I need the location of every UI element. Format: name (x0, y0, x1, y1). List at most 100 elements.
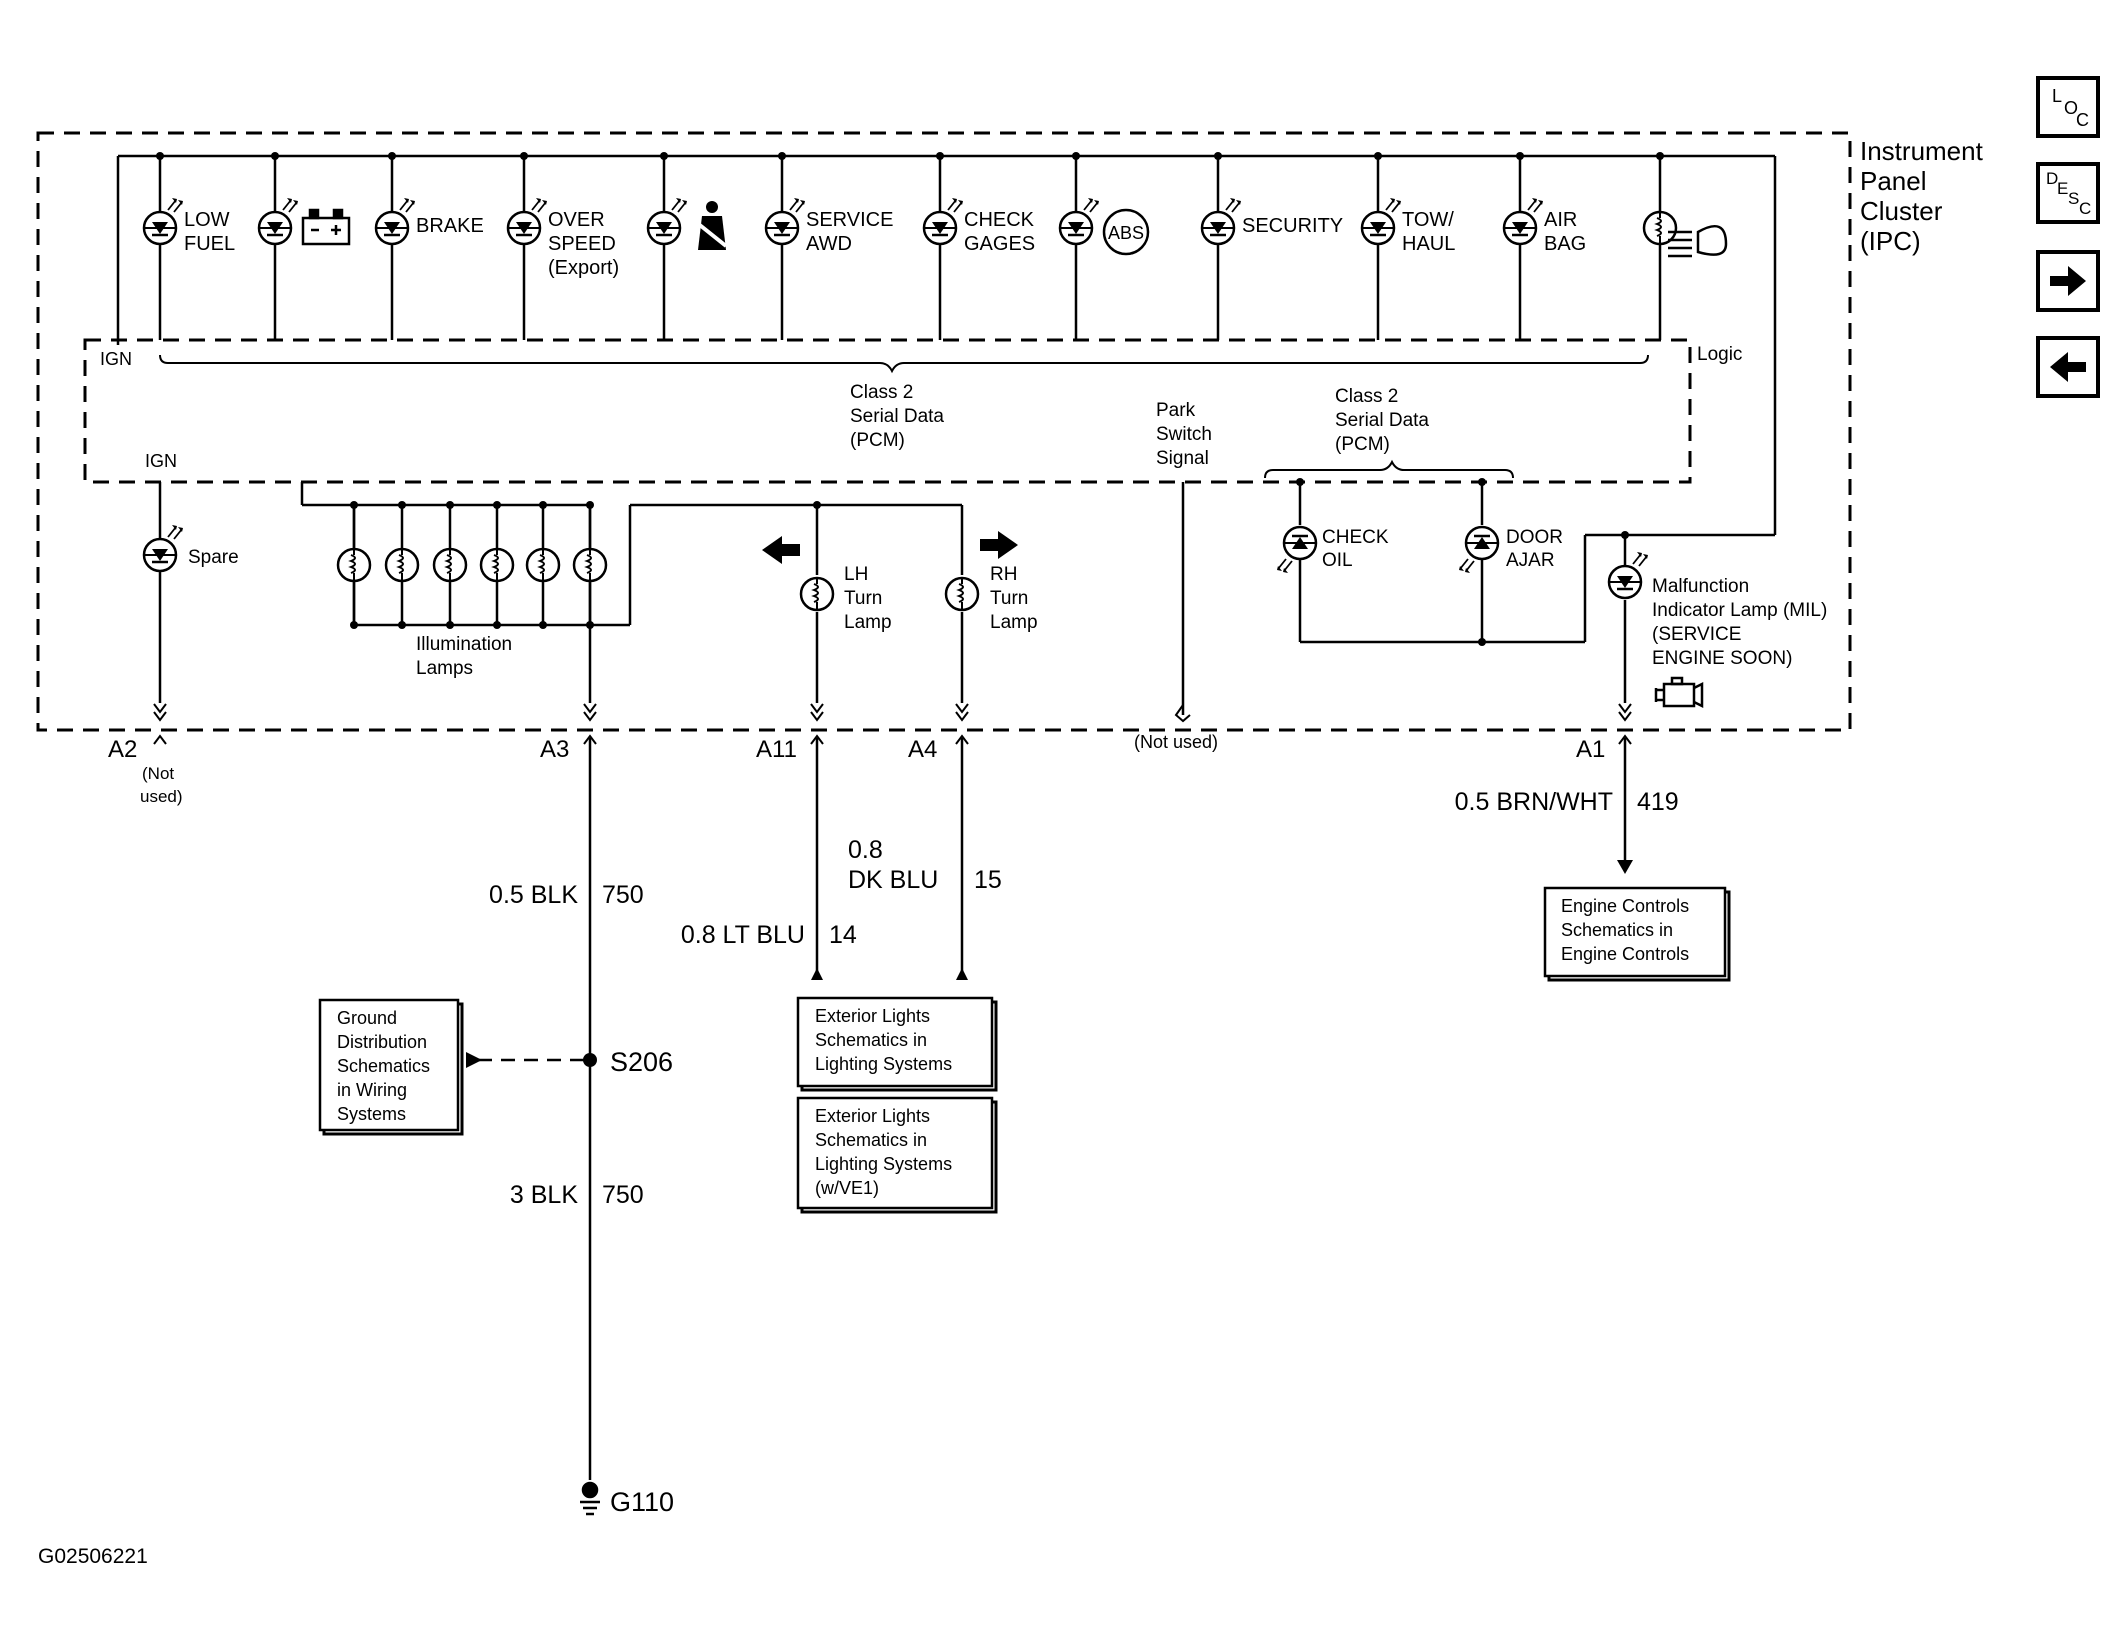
ext-lights-ref2-line2: Schematics in (815, 1130, 927, 1150)
exterior-lights-ref[interactable]: Exterior Lights Schematics in Lighting S… (796, 996, 998, 1092)
indicator-7: ABS (1058, 152, 1150, 340)
spare-indicator-icon (142, 523, 185, 573)
bus-junction-dot (388, 152, 396, 160)
ipc-title-line1: Instrument (1860, 136, 1984, 166)
class2-brace-left (159, 354, 1649, 374)
bus-junction-dot (156, 152, 164, 160)
ext-lights-ref2-line1: Exterior Lights (815, 1106, 930, 1126)
door-ajar-line1: DOOR (1506, 527, 1563, 548)
ign-label-lower: IGN (145, 451, 177, 471)
indicator-8: SECURITY (1200, 152, 1343, 340)
a3-upper-wire-color: 0.5 BLK (489, 881, 578, 909)
indicator-9: TOW/HAUL (1360, 152, 1455, 340)
indicator-led-icon (1360, 196, 1403, 246)
door-ajar-line2: AJAR (1506, 550, 1555, 571)
ground-label: G110 (610, 1487, 674, 1517)
ext-lights-ref1-line2: Schematics in (815, 1030, 927, 1050)
indicator-4 (646, 152, 689, 340)
bus-junction-dot (660, 152, 668, 160)
a11-wire-circuit: 14 (829, 921, 857, 949)
a1-wire-color: 0.5 BRN/WHT (1455, 788, 1613, 816)
illumination-bulb-icon (572, 547, 608, 583)
desc-letter-d: D (2046, 169, 2058, 188)
a4-wire-circuit: 15 (974, 866, 1002, 894)
door-ajar-indicator-icon (1457, 525, 1500, 575)
abs-badge-label: ABS (1108, 223, 1144, 243)
check-oil-line1: CHECK (1322, 527, 1389, 548)
engine-ref-line2: Schematics in (1561, 920, 1673, 940)
ground-ref-line3: Schematics (337, 1056, 430, 1076)
bus-junction-dot (520, 152, 528, 160)
desc-letter-s: S (2068, 189, 2079, 208)
a2-note-line2: used) (140, 787, 183, 806)
engine-controls-ref[interactable]: Engine Controls Schematics in Engine Con… (1543, 886, 1731, 982)
ground-distribution-ref[interactable]: Ground Distribution Schematics in Wiring… (318, 998, 464, 1136)
indicator-led-icon (1200, 196, 1243, 246)
next-button[interactable] (2036, 250, 2100, 312)
loc-letter-c: C (2076, 110, 2089, 130)
indicator-led-icon (646, 196, 689, 246)
logic-module-boundary (83, 338, 1692, 484)
mil-indicator-icon (1607, 550, 1650, 600)
ground-ref-arrow-icon (466, 1052, 482, 1068)
engine-ref-line3: Engine Controls (1561, 944, 1689, 964)
illumination-bulb-icon (336, 547, 372, 583)
indicator-label: CHECK (964, 209, 1035, 231)
illumination-bulb-icon (479, 547, 515, 583)
indicator-label: OVER (548, 209, 605, 231)
class2-right-line3: (PCM) (1335, 434, 1390, 455)
description-button[interactable]: D E S C (2036, 162, 2100, 224)
ground-ref-line4: in Wiring (337, 1080, 407, 1100)
engine-icon (1654, 676, 1704, 709)
class2-brace-right (1264, 459, 1514, 479)
connector-a1: A1 (1576, 736, 1605, 763)
indicator-2: BRAKE (374, 152, 484, 340)
mil-line4: ENGINE SOON) (1652, 648, 1792, 669)
rh-turn-line3: Lamp (990, 612, 1038, 633)
lh-turn-lamp-icon (799, 576, 835, 612)
ground-ref-line5: Systems (337, 1104, 406, 1124)
rh-turn-line2: Turn (990, 588, 1028, 609)
park-switch-line2: Switch (1156, 424, 1212, 445)
indicator-led-icon (1502, 196, 1545, 246)
rh-turn-lamp-icon (944, 576, 980, 612)
location-button[interactable]: L O C (2036, 76, 2100, 138)
spare-label: Spare (188, 547, 239, 568)
desc-letter-e: E (2057, 179, 2068, 198)
engine-ref-line1: Engine Controls (1561, 896, 1689, 916)
a11-pin-icon (810, 703, 824, 721)
indicator-led-icon (764, 196, 807, 246)
indicator-label: AWD (806, 233, 852, 255)
park-not-used-label: (Not used) (1134, 732, 1218, 752)
battery-icon (301, 208, 351, 246)
class2-right-line1: Class 2 (1335, 386, 1398, 407)
exterior-lights-ve1-ref[interactable]: Exterior Lights Schematics in Lighting S… (796, 1096, 998, 1214)
connector-a2: A2 (108, 736, 137, 763)
right-turn-arrow-icon (980, 531, 1018, 559)
a2-pin-icon (153, 703, 167, 721)
indicator-label: FUEL (184, 233, 235, 255)
a11-wire-color: 0.8 LT BLU (681, 921, 805, 949)
indicator-led-icon (506, 196, 549, 246)
a3-lower-wire-color: 3 BLK (510, 1181, 578, 1209)
splice-label: S206 (610, 1047, 673, 1077)
indicator-label: SPEED (548, 233, 616, 255)
a4-arrow-icon (956, 968, 968, 980)
ground-ref-line1: Ground (337, 1008, 397, 1028)
indicator-11 (1642, 152, 1678, 340)
ground-ref-line2: Distribution (337, 1032, 427, 1052)
a1-arrow-icon (1617, 860, 1633, 874)
ext-lights-ref2-line4: (w/VE1) (815, 1178, 879, 1198)
indicator-label: HAUL (1402, 233, 1455, 255)
rh-turn-line1: RH (990, 564, 1017, 585)
previous-button[interactable] (2036, 336, 2100, 398)
external-wiring (478, 738, 1627, 1480)
ipc-boundary (36, 131, 1852, 732)
ground-icon (580, 1481, 600, 1516)
bus-junction-dot (1656, 152, 1664, 160)
desc-letter-c: C (2079, 199, 2091, 218)
connector-a3: A3 (540, 736, 569, 763)
